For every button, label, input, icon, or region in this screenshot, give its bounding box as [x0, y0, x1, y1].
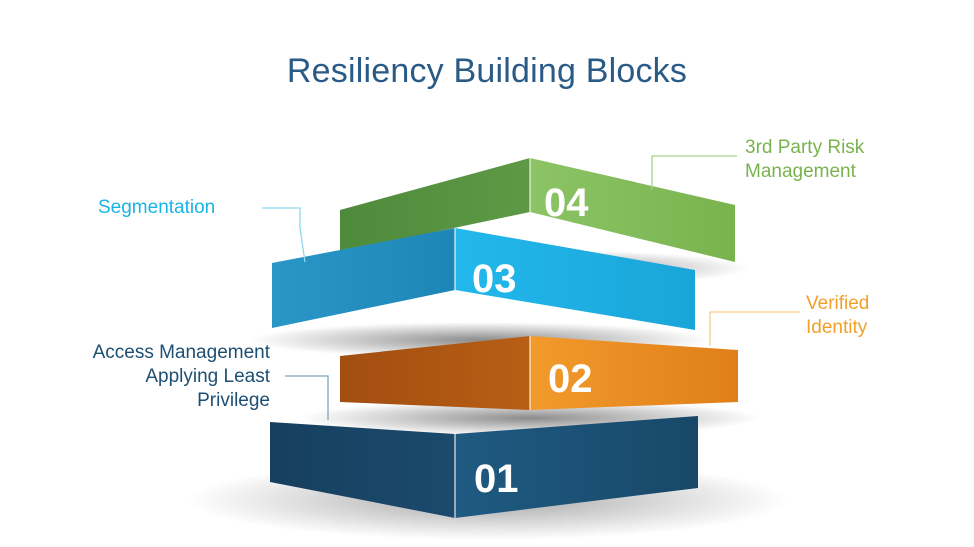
block-03-right-face: [455, 228, 695, 330]
segmentation-label: Segmentation: [98, 197, 216, 218]
third-party-risk-label: 3rd Party Risk Management: [745, 137, 865, 182]
block-02-left-face: [340, 336, 530, 410]
verified-identity-callout-line: [709, 311, 800, 346]
block-04-right-face: [530, 158, 735, 262]
block-01: 01: [270, 416, 698, 518]
block-04-left-face: [340, 158, 530, 252]
access-management-label: Access Management Applying Least Privile…: [92, 342, 270, 411]
block-02-number: 02: [548, 357, 593, 401]
block-04-number: 04: [544, 181, 589, 225]
diagram-title: Resiliency Building Blocks: [286, 52, 688, 90]
block-01-left-face: [270, 422, 455, 518]
third-party-callout-line: [651, 155, 737, 190]
block-03: 03: [250, 228, 710, 358]
block-02-right-face: [530, 336, 738, 410]
block-03-left-face: [272, 228, 455, 328]
segmentation-callout-line: [262, 207, 306, 263]
verified-identity-label: Verified Identity: [806, 293, 870, 338]
access-management-callout-line: [285, 375, 329, 420]
block-01-right-face: [455, 416, 698, 518]
block-01-number: 01: [474, 457, 519, 501]
block-03-number: 03: [472, 257, 517, 301]
